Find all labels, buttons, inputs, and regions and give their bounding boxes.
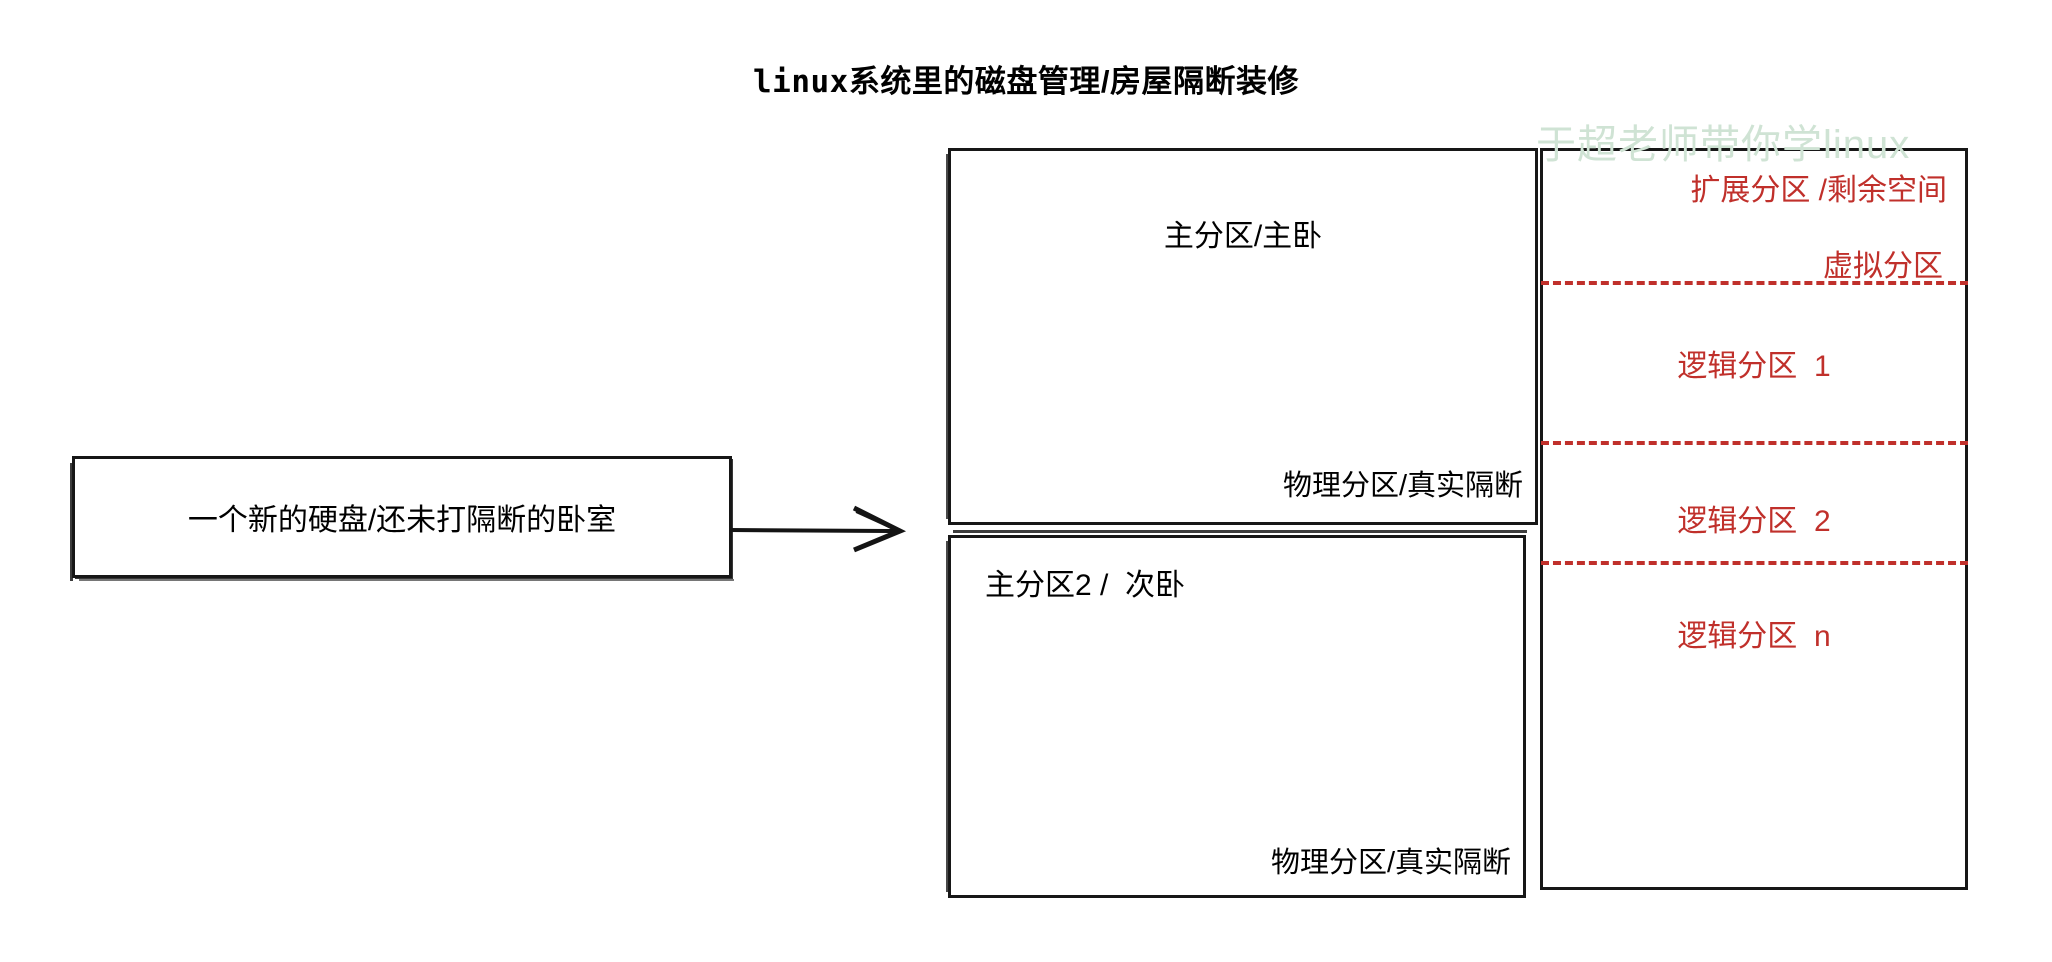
logical-partition-2-label: 逻辑分区 2 — [1677, 505, 1831, 538]
logical-partition-1-label: 逻辑分区 1 — [1677, 350, 1831, 383]
page-title-rest: 系统里的磁盘管理/房屋隔断装修 — [848, 64, 1299, 99]
disk-layout-diagram: 主分区/主卧 物理分区/真实隔断 主分区2 / 次卧 物理分区/真实隔断 扩展分… — [946, 148, 1968, 898]
extended-partition-title: 扩展分区 /剩余空间 — [1690, 174, 1947, 207]
primary-partition-2-box: 主分区2 / 次卧 物理分区/真实隔断 — [946, 530, 1527, 898]
primary-partition-1-box: 主分区/主卧 物理分区/真实隔断 — [946, 148, 1538, 525]
page-title: linux系统里的磁盘管理/房屋隔断装修 — [0, 56, 2052, 101]
primary-partition-2-footnote: 物理分区/真实隔断 — [1270, 847, 1511, 879]
logical-divider-2 — [1541, 441, 1968, 445]
page-title-prefix: linux — [753, 64, 849, 100]
virtual-partition-label: 虚拟分区 — [1823, 250, 1943, 283]
logical-partition-n-label: 逻辑分区 n — [1677, 620, 1831, 653]
primary-partition-2-title: 主分区2 / 次卧 — [985, 569, 1186, 602]
source-disk-label: 一个新的硬盘/还未打隔断的卧室 — [187, 504, 617, 537]
extended-partition-box: 扩展分区 /剩余空间 虚拟分区 逻辑分区 1 逻辑分区 2 逻辑分区 n — [1540, 148, 1968, 890]
logical-divider-1 — [1541, 281, 1968, 285]
right-arrow-icon — [729, 496, 920, 566]
primary-partition-1-title: 主分区/主卧 — [1163, 220, 1323, 253]
primary-partition-1-footnote: 物理分区/真实隔断 — [1282, 470, 1523, 502]
logical-divider-3 — [1541, 561, 1968, 565]
source-disk-box: 一个新的硬盘/还未打隔断的卧室 — [70, 456, 734, 581]
